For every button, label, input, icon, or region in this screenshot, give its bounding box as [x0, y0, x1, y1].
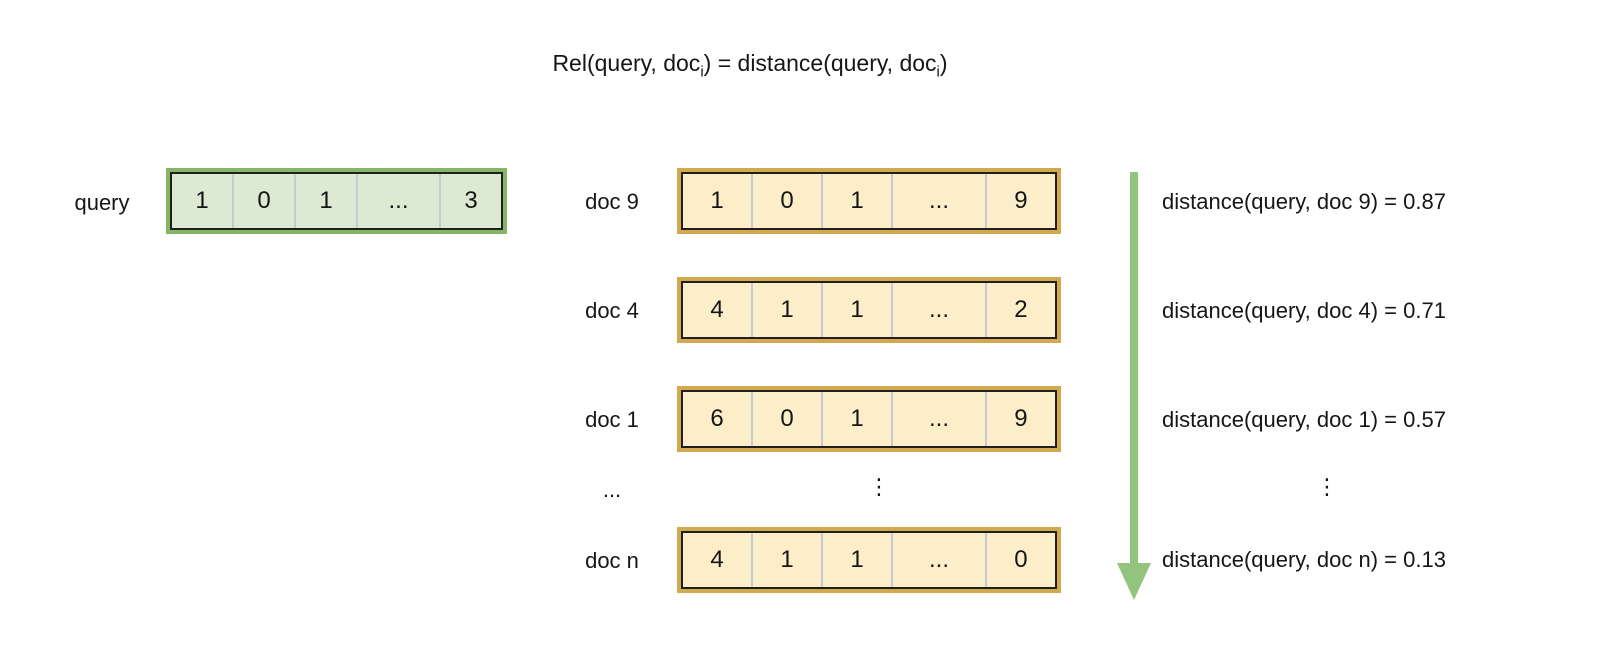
- vector-cell-ellipsis: ...: [356, 174, 439, 228]
- docn-vector-cells: 4 1 1 ... 0: [681, 531, 1057, 589]
- doc1-vector-box: 6 0 1 ... 9: [677, 386, 1061, 452]
- vector-cell: 2: [984, 283, 1055, 337]
- vector-cell-ellipsis: ...: [891, 174, 985, 228]
- query-vector-box: 1 0 1 ... 3: [166, 168, 507, 234]
- doc9-vector-box: 1 0 1 ... 9: [677, 168, 1061, 234]
- docn-label: doc n: [585, 548, 639, 573]
- title-part: Rel(query, doc: [552, 50, 701, 76]
- vector-cell-ellipsis: ...: [891, 392, 985, 446]
- vector-cell: 0: [984, 533, 1055, 587]
- vector-cell: 6: [710, 405, 724, 432]
- vector-cell: 4: [710, 546, 724, 573]
- doc9-distance-text: distance(query, doc 9) = 0.87: [1162, 189, 1446, 214]
- query-label: query: [74, 190, 130, 215]
- doc9-label: doc 9: [585, 189, 639, 214]
- vector-cell: 1: [821, 533, 891, 587]
- title-part: ): [939, 50, 948, 76]
- doc1-label: doc 1: [585, 407, 639, 432]
- vector-cell: 9: [984, 174, 1055, 228]
- vector-cell: 4: [710, 296, 724, 323]
- doc4-label: doc 4: [585, 298, 639, 323]
- vector-column-ellipsis: ⋮: [868, 474, 890, 499]
- docn-distance-text: distance(query, doc n) = 0.13: [1162, 547, 1446, 572]
- doc4-vector-cells: 4 1 1 ... 2: [681, 281, 1057, 339]
- vector-cell-ellipsis: ...: [891, 283, 985, 337]
- doc4-distance-text: distance(query, doc 4) = 0.71: [1162, 298, 1446, 323]
- vector-cell: 0: [232, 174, 294, 228]
- ranking-down-arrow-icon: [1117, 172, 1151, 600]
- doc9-vector-cells: 1 0 1 ... 9: [681, 172, 1057, 230]
- vector-cell: 3: [439, 174, 501, 228]
- distance-column-ellipsis: ⋮: [1316, 474, 1338, 499]
- vector-cell: 0: [751, 392, 821, 446]
- query-vector-cells: 1 0 1 ... 3: [170, 172, 503, 230]
- title-subscript: i: [936, 63, 940, 81]
- title-formula: Rel(query, doci) = distance(query, doci): [0, 50, 1500, 81]
- doc1-vector-cells: 6 0 1 ... 9: [681, 390, 1057, 448]
- title-subscript: i: [700, 63, 704, 81]
- vector-cell: 1: [710, 187, 724, 214]
- title-part: ) = distance(query, doc: [703, 50, 937, 76]
- doc-list-ellipsis: ...: [602, 477, 622, 502]
- vector-cell: 0: [751, 174, 821, 228]
- vector-cell-ellipsis: ...: [891, 533, 985, 587]
- docn-vector-box: 4 1 1 ... 0: [677, 527, 1061, 593]
- vector-cell: 1: [821, 283, 891, 337]
- vector-cell: 1: [821, 392, 891, 446]
- vector-cell: 1: [195, 187, 209, 214]
- vector-cell: 1: [751, 283, 821, 337]
- vector-cell: 1: [294, 174, 356, 228]
- doc1-distance-text: distance(query, doc 1) = 0.57: [1162, 407, 1446, 432]
- vector-cell: 1: [821, 174, 891, 228]
- doc4-vector-box: 4 1 1 ... 2: [677, 277, 1061, 343]
- vector-cell: 1: [751, 533, 821, 587]
- vector-cell: 9: [984, 392, 1055, 446]
